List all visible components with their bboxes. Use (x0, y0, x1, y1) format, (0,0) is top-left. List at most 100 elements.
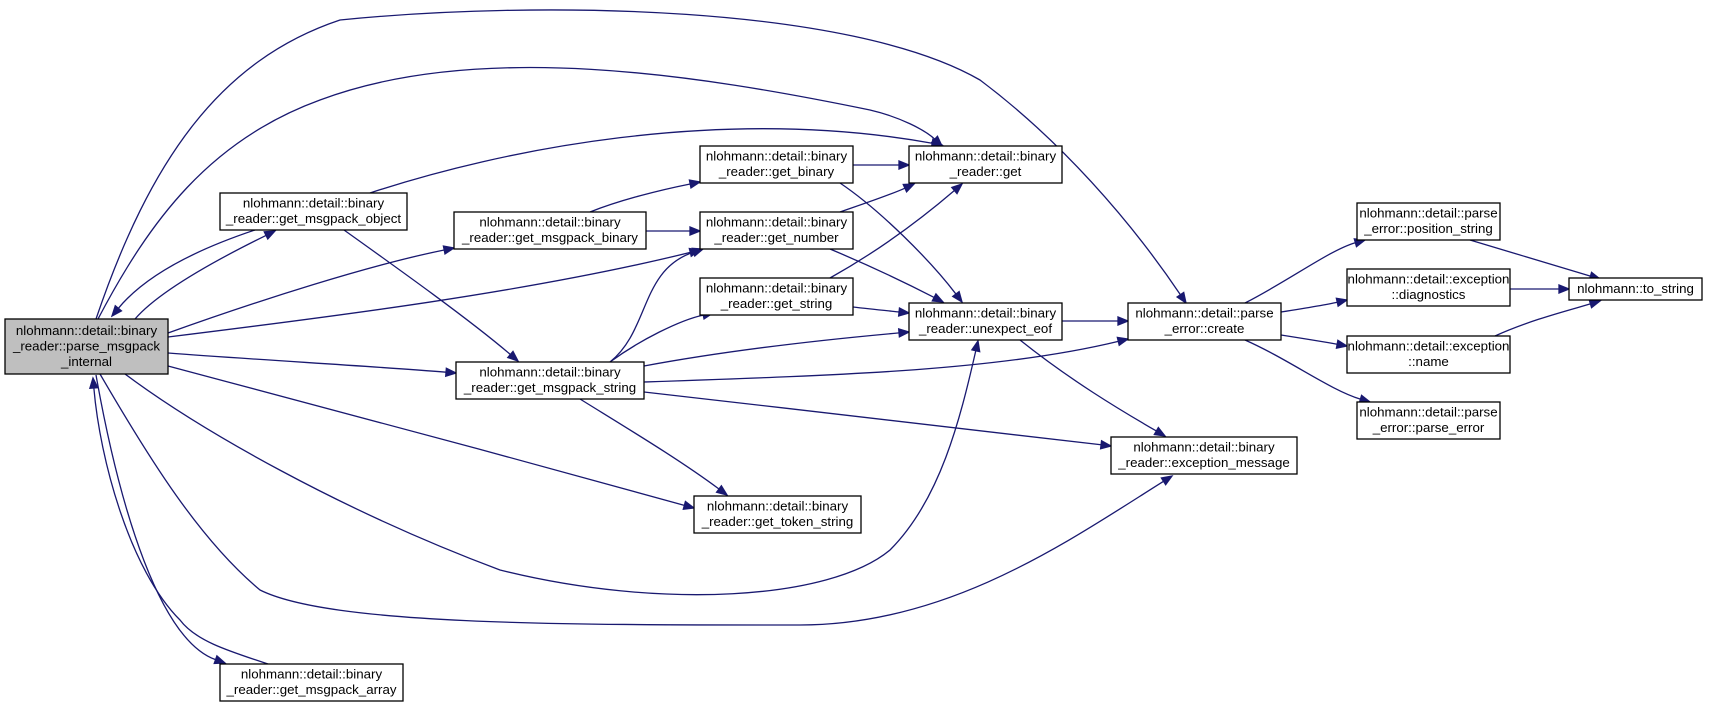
arrowhead (1099, 439, 1113, 450)
edge-get-msgpack-object-to-parse-msgpack-internal (110, 229, 256, 318)
node-label-line: nlohmann::detail::binary (479, 365, 621, 380)
arrowhead (1558, 284, 1571, 294)
arrowhead (688, 179, 702, 189)
arrowhead (110, 304, 123, 318)
arrowhead (1335, 339, 1349, 349)
node-get-string[interactable]: nlohmann::detail::binary_reader::get_str… (699, 277, 854, 316)
edge-parse-msgpack-internal-to-get-msgpack-binary (167, 245, 456, 334)
node-unexpect-eof[interactable]: nlohmann::detail::binary_reader::unexpec… (908, 302, 1063, 341)
edge-unexpect-eof-to-exception-message (1019, 339, 1167, 437)
node-label-line: nlohmann::detail::binary (706, 215, 848, 230)
arrowhead (444, 367, 458, 378)
node-label-line: _error::position_string (1363, 221, 1493, 236)
edge-parse-msgpack-internal-to-get-msgpack-array (95, 374, 227, 665)
node-get-msgpack-binary[interactable]: nlohmann::detail::binary_reader::get_msg… (453, 211, 647, 250)
node-exception-message[interactable]: nlohmann::detail::binary_reader::excepti… (1110, 436, 1298, 475)
node-parse-error-create[interactable]: nlohmann::detail::parse_error::create (1127, 302, 1282, 341)
edge-parse-msgpack-internal-to-exception-message (99, 373, 1174, 626)
node-label-line: _reader::get_binary (718, 164, 835, 179)
node-label-line: _reader::get_msgpack_binary (461, 230, 638, 245)
node-to-string[interactable]: nlohmann::to_string (1568, 277, 1703, 301)
node-get-binary[interactable]: nlohmann::detail::binary_reader::get_bin… (699, 145, 854, 184)
node-label-line: nlohmann::detail::binary (241, 667, 383, 682)
node-label-line: nlohmann::detail::binary (915, 149, 1057, 164)
node-box (693, 495, 862, 534)
arrowhead (1116, 336, 1130, 347)
node-exception-name[interactable]: nlohmann::detail::exception::name (1346, 335, 1511, 374)
edge-get-number-to-unexpect-eof (829, 248, 945, 303)
node-label-line: _reader::get_msgpack_string (463, 380, 636, 395)
node-label-line: _error::create (1164, 321, 1245, 336)
arrowhead (970, 339, 981, 353)
node-label-line: _reader::get_msgpack_object (225, 211, 401, 226)
node-label-line: ::diagnostics (1392, 287, 1466, 302)
edge-get-msgpack-string-to-get-number (609, 247, 705, 363)
node-parse-msgpack-internal[interactable]: nlohmann::detail::binary_reader::parse_m… (4, 318, 169, 375)
node-label-line: nlohmann::detail::parse (1135, 306, 1273, 321)
node-get-number[interactable]: nlohmann::detail::binary_reader::get_num… (699, 211, 854, 250)
edge-get-msgpack-string-to-get-string (609, 310, 715, 363)
node-parse-error-ctor[interactable]: nlohmann::detail::parse_error::parse_err… (1356, 401, 1501, 440)
edge-get-binary-to-get (853, 160, 911, 170)
node-position-string[interactable]: nlohmann::detail::parse_error::position_… (1356, 202, 1501, 241)
node-label-line: nlohmann::detail::parse (1359, 206, 1497, 221)
arrowhead (1160, 475, 1174, 486)
edge-parse-msgpack-internal-to-get-msgpack-object (134, 230, 277, 320)
node-label-line: nlohmann::detail::exception (1348, 272, 1510, 287)
node-box (699, 211, 854, 250)
arrowhead (898, 160, 911, 170)
edge-get-msgpack-string-to-get-token-string (579, 398, 729, 497)
node-get-msgpack-object[interactable]: nlohmann::detail::binary_reader::get_msg… (219, 192, 408, 231)
node-label-line: _error::parse_error (1372, 420, 1485, 435)
node-label-line: nlohmann::detail::binary (706, 149, 848, 164)
arrowhead (950, 182, 964, 195)
node-get-msgpack-array[interactable]: nlohmann::detail::binary_reader::get_msg… (219, 663, 404, 702)
edge-get-number-to-get (839, 183, 916, 213)
edge-get-msgpack-binary-to-get-binary (589, 179, 702, 213)
node-label-line: ::name (1408, 354, 1449, 369)
node-label-line: _reader::get (949, 164, 1022, 179)
node-box (455, 361, 645, 400)
arrowhead (88, 376, 99, 390)
node-diagnostics[interactable]: nlohmann::detail::exception::diagnostics (1346, 268, 1511, 307)
edge-get-binary-to-unexpect-eof (839, 182, 964, 304)
node-box (699, 145, 854, 184)
node-box (699, 277, 854, 316)
node-label-line: _reader::get_token_string (701, 514, 854, 529)
edge-diagnostics-to-to-string (1510, 284, 1571, 294)
arrowhead (931, 292, 945, 303)
edge-get-msgpack-string-to-unexpect-eof (643, 328, 911, 367)
edge-parse-error-create-to-diagnostics (1280, 297, 1349, 313)
edge-get-msgpack-string-to-exception-message (643, 391, 1113, 450)
edge-unexpect-eof-to-parse-error-create (1062, 316, 1130, 326)
node-box (1346, 268, 1511, 307)
edge-parse-msgpack-internal-to-get-number (167, 247, 702, 338)
node-label-line: nlohmann::detail::binary (479, 215, 621, 230)
node-label-line: _reader::parse_msgpack (12, 338, 160, 353)
node-label-line: nlohmann::detail::exception (1348, 339, 1510, 354)
arrowhead (715, 484, 729, 497)
node-get-token-string[interactable]: nlohmann::detail::binary_reader::get_tok… (693, 495, 862, 534)
arrowhead (1588, 299, 1602, 309)
node-box (908, 302, 1063, 341)
node-get[interactable]: nlohmann::detail::binary_reader::get (908, 145, 1063, 184)
node-box (219, 663, 404, 702)
node-label-line: nlohmann::to_string (1577, 281, 1694, 296)
arrowhead (951, 290, 964, 304)
node-label-line: nlohmann::detail::binary (243, 196, 385, 211)
node-get-msgpack-string[interactable]: nlohmann::detail::binary_reader::get_msg… (455, 361, 645, 400)
edge-get-string-to-get (829, 182, 964, 279)
arrowhead (691, 247, 705, 258)
arrowhead (263, 230, 277, 241)
edge-parse-msgpack-internal-to-get-msgpack-string (167, 352, 458, 378)
arrowhead (1117, 316, 1130, 326)
edge-parse-msgpack-internal-to-get-token-string (167, 365, 696, 510)
node-box (453, 211, 647, 250)
node-box (1346, 335, 1511, 374)
edge-get-msgpack-object-to-get (369, 128, 944, 194)
edge-parse-error-create-to-exception-name (1280, 334, 1349, 349)
arrowhead (1153, 426, 1167, 437)
node-label-line: nlohmann::detail::binary (706, 281, 848, 296)
edge-get-msgpack-object-to-get-msgpack-string (343, 229, 520, 363)
